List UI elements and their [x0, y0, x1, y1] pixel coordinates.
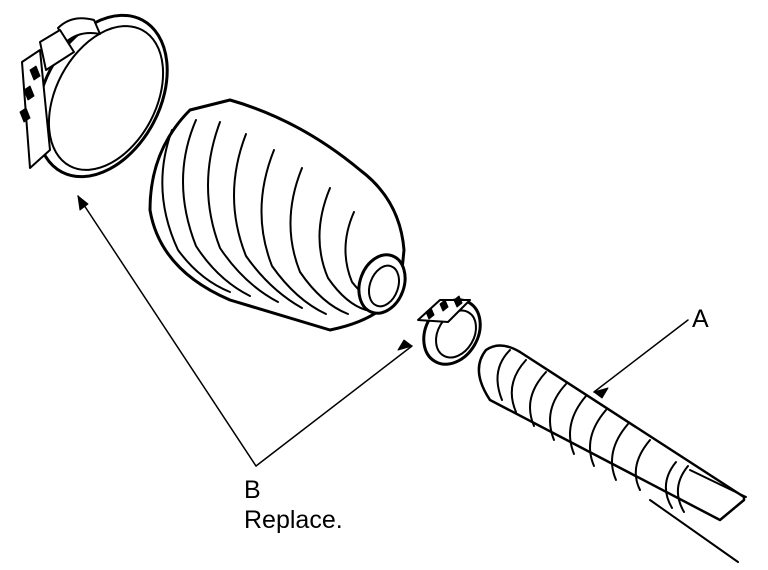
- leader-line-b-small: [255, 345, 413, 467]
- label-b: B: [244, 476, 261, 504]
- label-a: A: [692, 305, 709, 333]
- leader-line-a: [593, 319, 689, 393]
- leader-line-b-large: [77, 195, 257, 467]
- label-b-replace-note: Replace.: [244, 506, 343, 534]
- driveshaft: [477, 344, 747, 563]
- small-boot-band: [417, 295, 482, 366]
- cv-joint-boot: [148, 98, 407, 332]
- leader-lines: [77, 195, 689, 467]
- large-boot-band: [19, 13, 169, 179]
